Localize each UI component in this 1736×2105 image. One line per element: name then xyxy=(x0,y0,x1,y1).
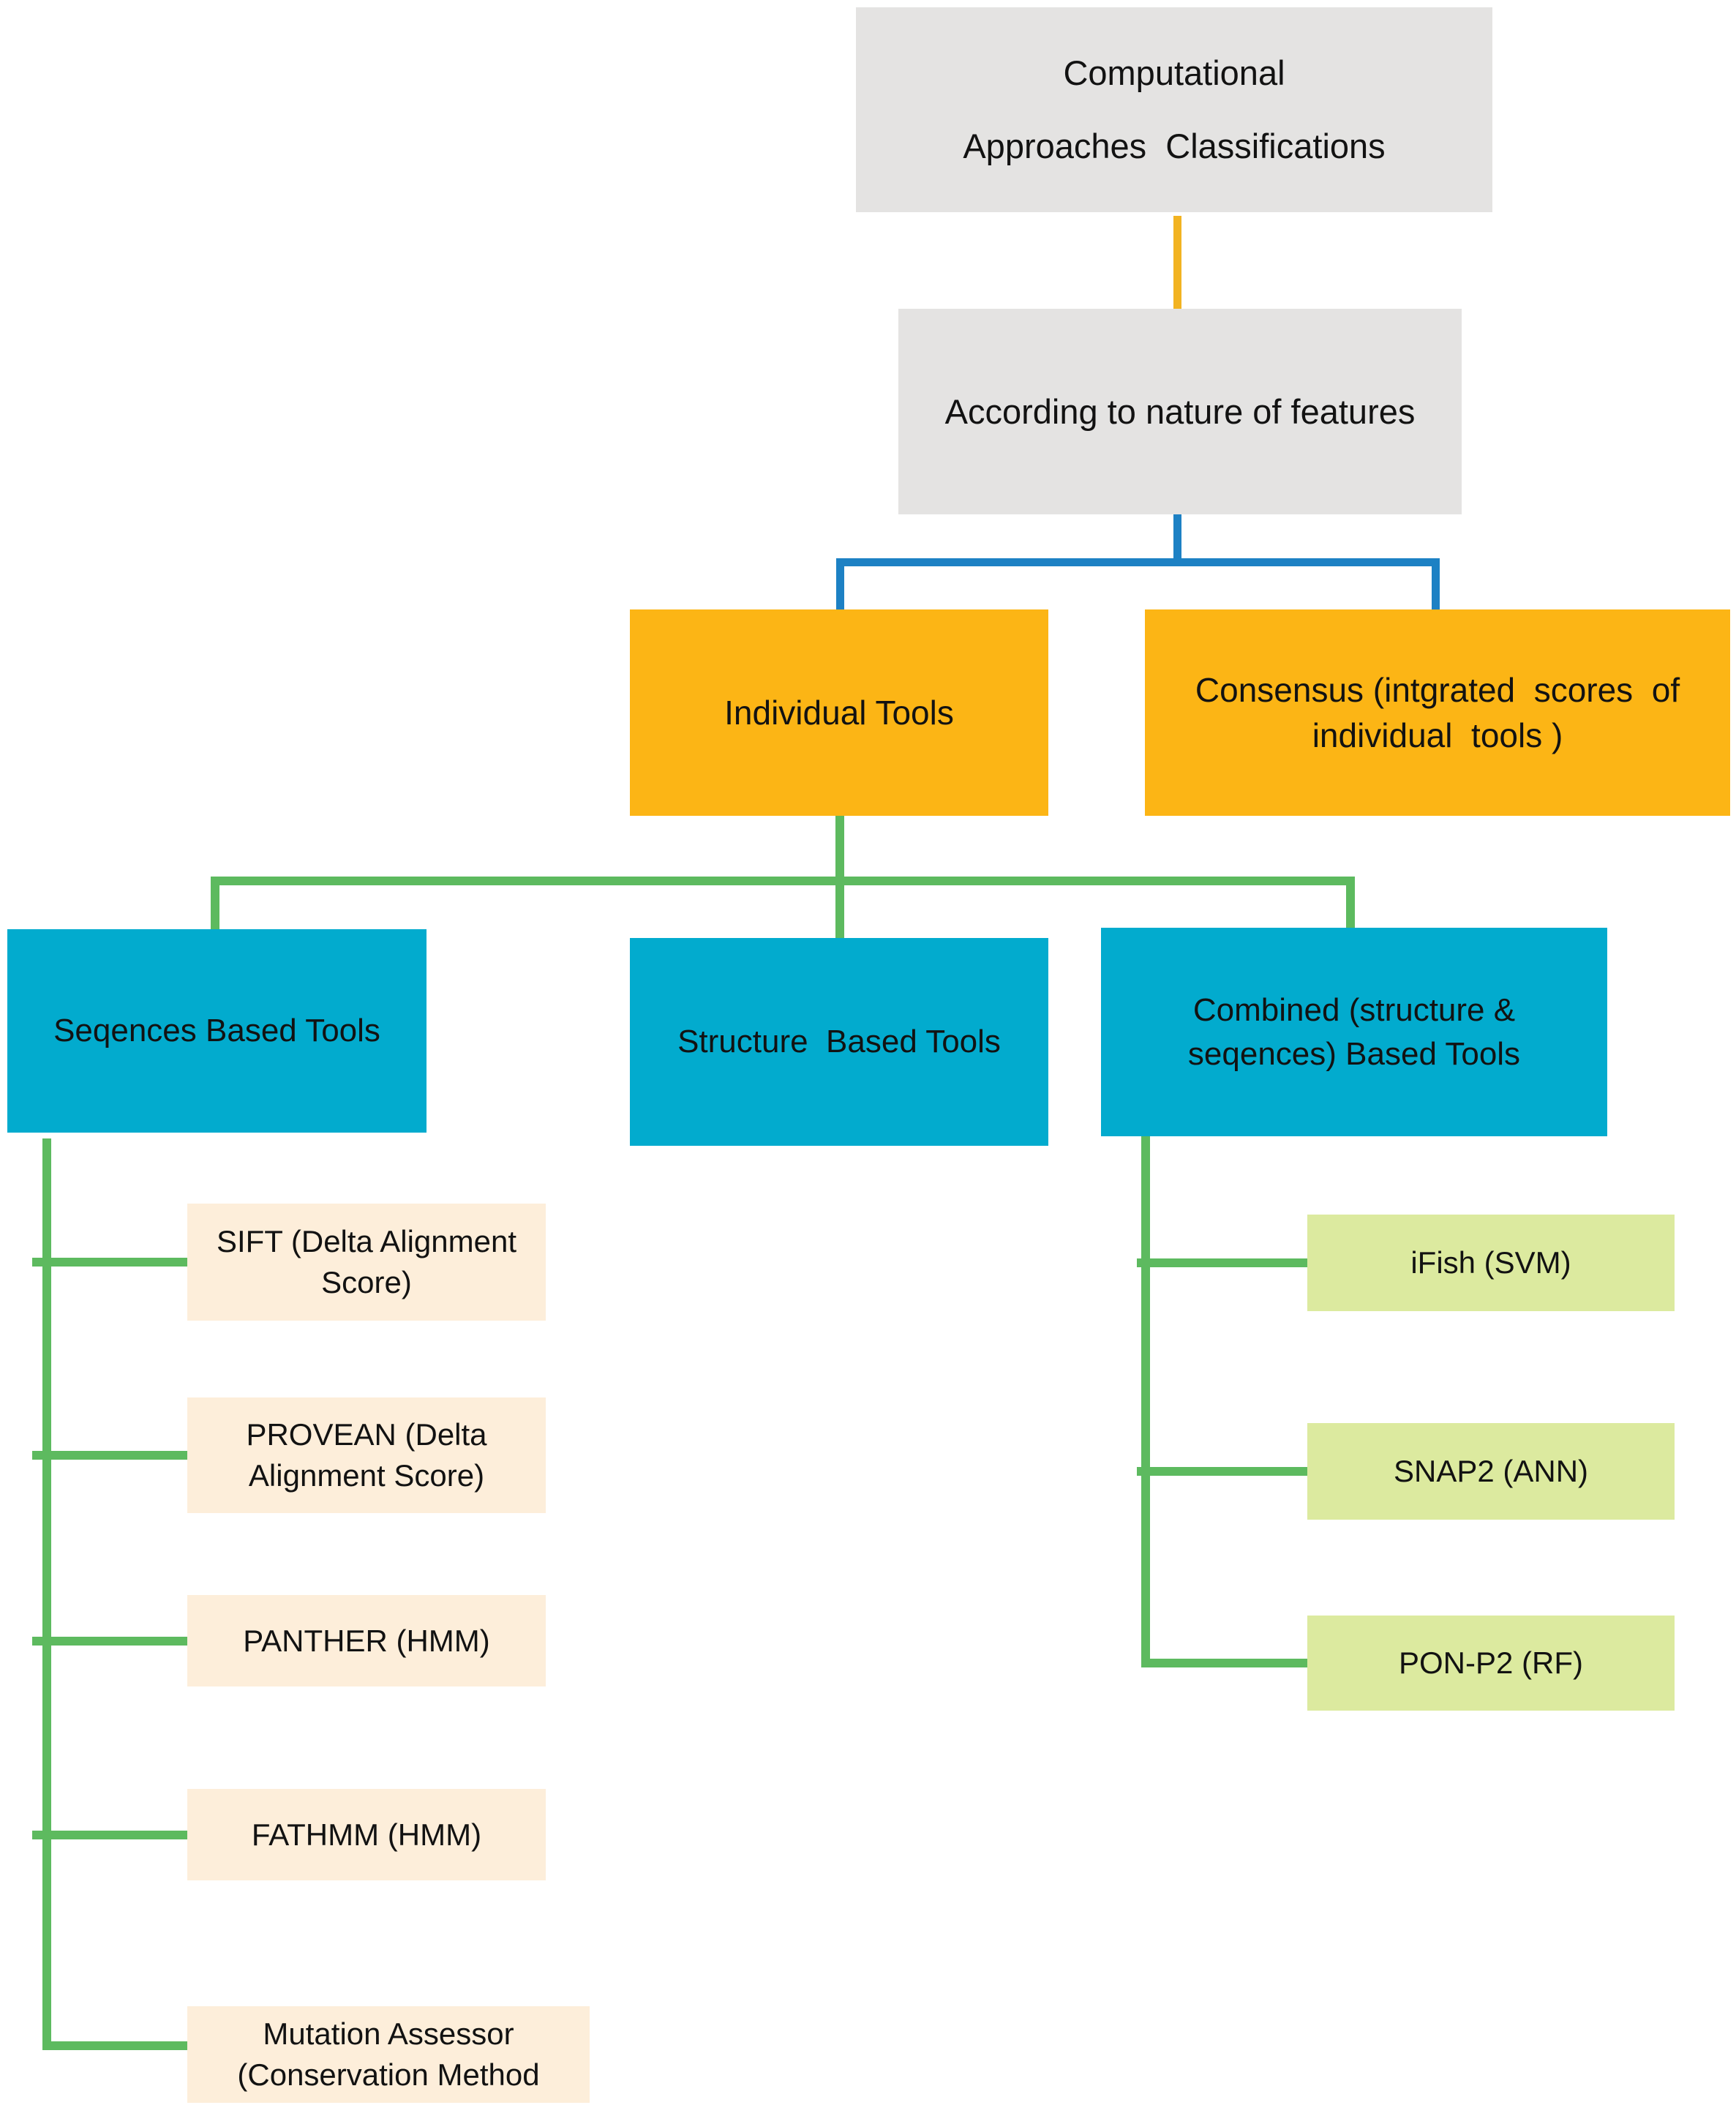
leaf-fathmm-label: FATHMM (HMM) xyxy=(251,1817,482,1852)
individual-tools-label: Individual Tools xyxy=(724,694,954,732)
root-node: Computational Approaches Classifications xyxy=(856,7,1492,212)
connector-stub-panther xyxy=(32,1637,187,1646)
leaf-mutation-assessor: Mutation Assessor (Conservation Method xyxy=(187,2006,590,2103)
connector-green-drop-combined xyxy=(1346,877,1355,929)
connector-left-spine xyxy=(42,1138,51,2050)
connector-right-spine xyxy=(1141,1136,1150,1667)
connector-blue-drop-consensus xyxy=(1432,558,1440,609)
leaf-sift: SIFT (Delta Alignment Score) xyxy=(187,1204,546,1321)
leaf-fathmm: FATHMM (HMM) xyxy=(187,1789,546,1880)
connector-blue-hbar xyxy=(836,558,1440,566)
leaf-panther-label: PANTHER (HMM) xyxy=(243,1623,490,1658)
connector-blue-drop-individual xyxy=(836,558,844,609)
connector-stub-fathmm xyxy=(32,1831,187,1839)
connector-stub-ifish xyxy=(1137,1258,1307,1267)
combined-based-tools-label: Combined (structure & seqences) Based To… xyxy=(1187,991,1525,1072)
nature-of-features-node: According to nature of features xyxy=(898,309,1462,514)
connector-stub-snap2 xyxy=(1137,1467,1307,1476)
leaf-snap2-label: SNAP2 (ANN) xyxy=(1393,1454,1589,1488)
nature-of-features-label: According to nature of features xyxy=(944,392,1416,431)
consensus-label-line1: Consensus (intgrated scores of xyxy=(1195,671,1680,709)
leaf-ifish-label: iFish (SVM) xyxy=(1410,1245,1571,1280)
connector-green-hbar xyxy=(211,877,1355,885)
structure-based-tools-node: Structure Based Tools xyxy=(630,938,1048,1146)
connector-green-drop-sequence xyxy=(211,877,219,929)
leaf-provean: PROVEAN (Delta Alignment Score) xyxy=(187,1397,546,1513)
leaf-snap2: SNAP2 (ANN) xyxy=(1307,1423,1675,1520)
connector-stub-provean xyxy=(32,1451,187,1460)
leaf-ifish: iFish (SVM) xyxy=(1307,1215,1675,1311)
sequence-based-tools-label: Seqences Based Tools xyxy=(53,1013,380,1048)
root-node-label-line1: Computational xyxy=(1063,53,1285,92)
leaf-mutation-assessor-label: Mutation Assessor (Conservation Method xyxy=(237,2016,540,2092)
individual-tools-node: Individual Tools xyxy=(630,609,1048,816)
leaf-panther: PANTHER (HMM) xyxy=(187,1595,546,1686)
root-node-label-line2: Approaches Classifications xyxy=(963,127,1386,165)
leaf-pon-p2: PON-P2 (RF) xyxy=(1307,1616,1675,1711)
leaf-provean-label: PROVEAN (Delta Alignment Score) xyxy=(246,1417,494,1493)
combined-based-tools-node: Combined (structure & seqences) Based To… xyxy=(1101,928,1607,1136)
connector-stub-sift xyxy=(32,1258,187,1267)
consensus-node: Consensus (intgrated scores of individua… xyxy=(1145,609,1730,816)
connector-elbow-ponp2 xyxy=(1141,1659,1307,1667)
connector-elbow-mutation xyxy=(42,2041,187,2050)
structure-based-tools-label: Structure Based Tools xyxy=(677,1024,1001,1059)
leaf-pon-p2-label: PON-P2 (RF) xyxy=(1399,1646,1583,1680)
consensus-label-line2: individual tools ) xyxy=(1312,716,1563,754)
connector-root-to-nature xyxy=(1173,216,1181,309)
sequence-based-tools-node: Seqences Based Tools xyxy=(7,929,427,1133)
leaf-sift-label: SIFT (Delta Alignment Score) xyxy=(216,1224,525,1299)
connector-nature-stem xyxy=(1173,514,1181,560)
